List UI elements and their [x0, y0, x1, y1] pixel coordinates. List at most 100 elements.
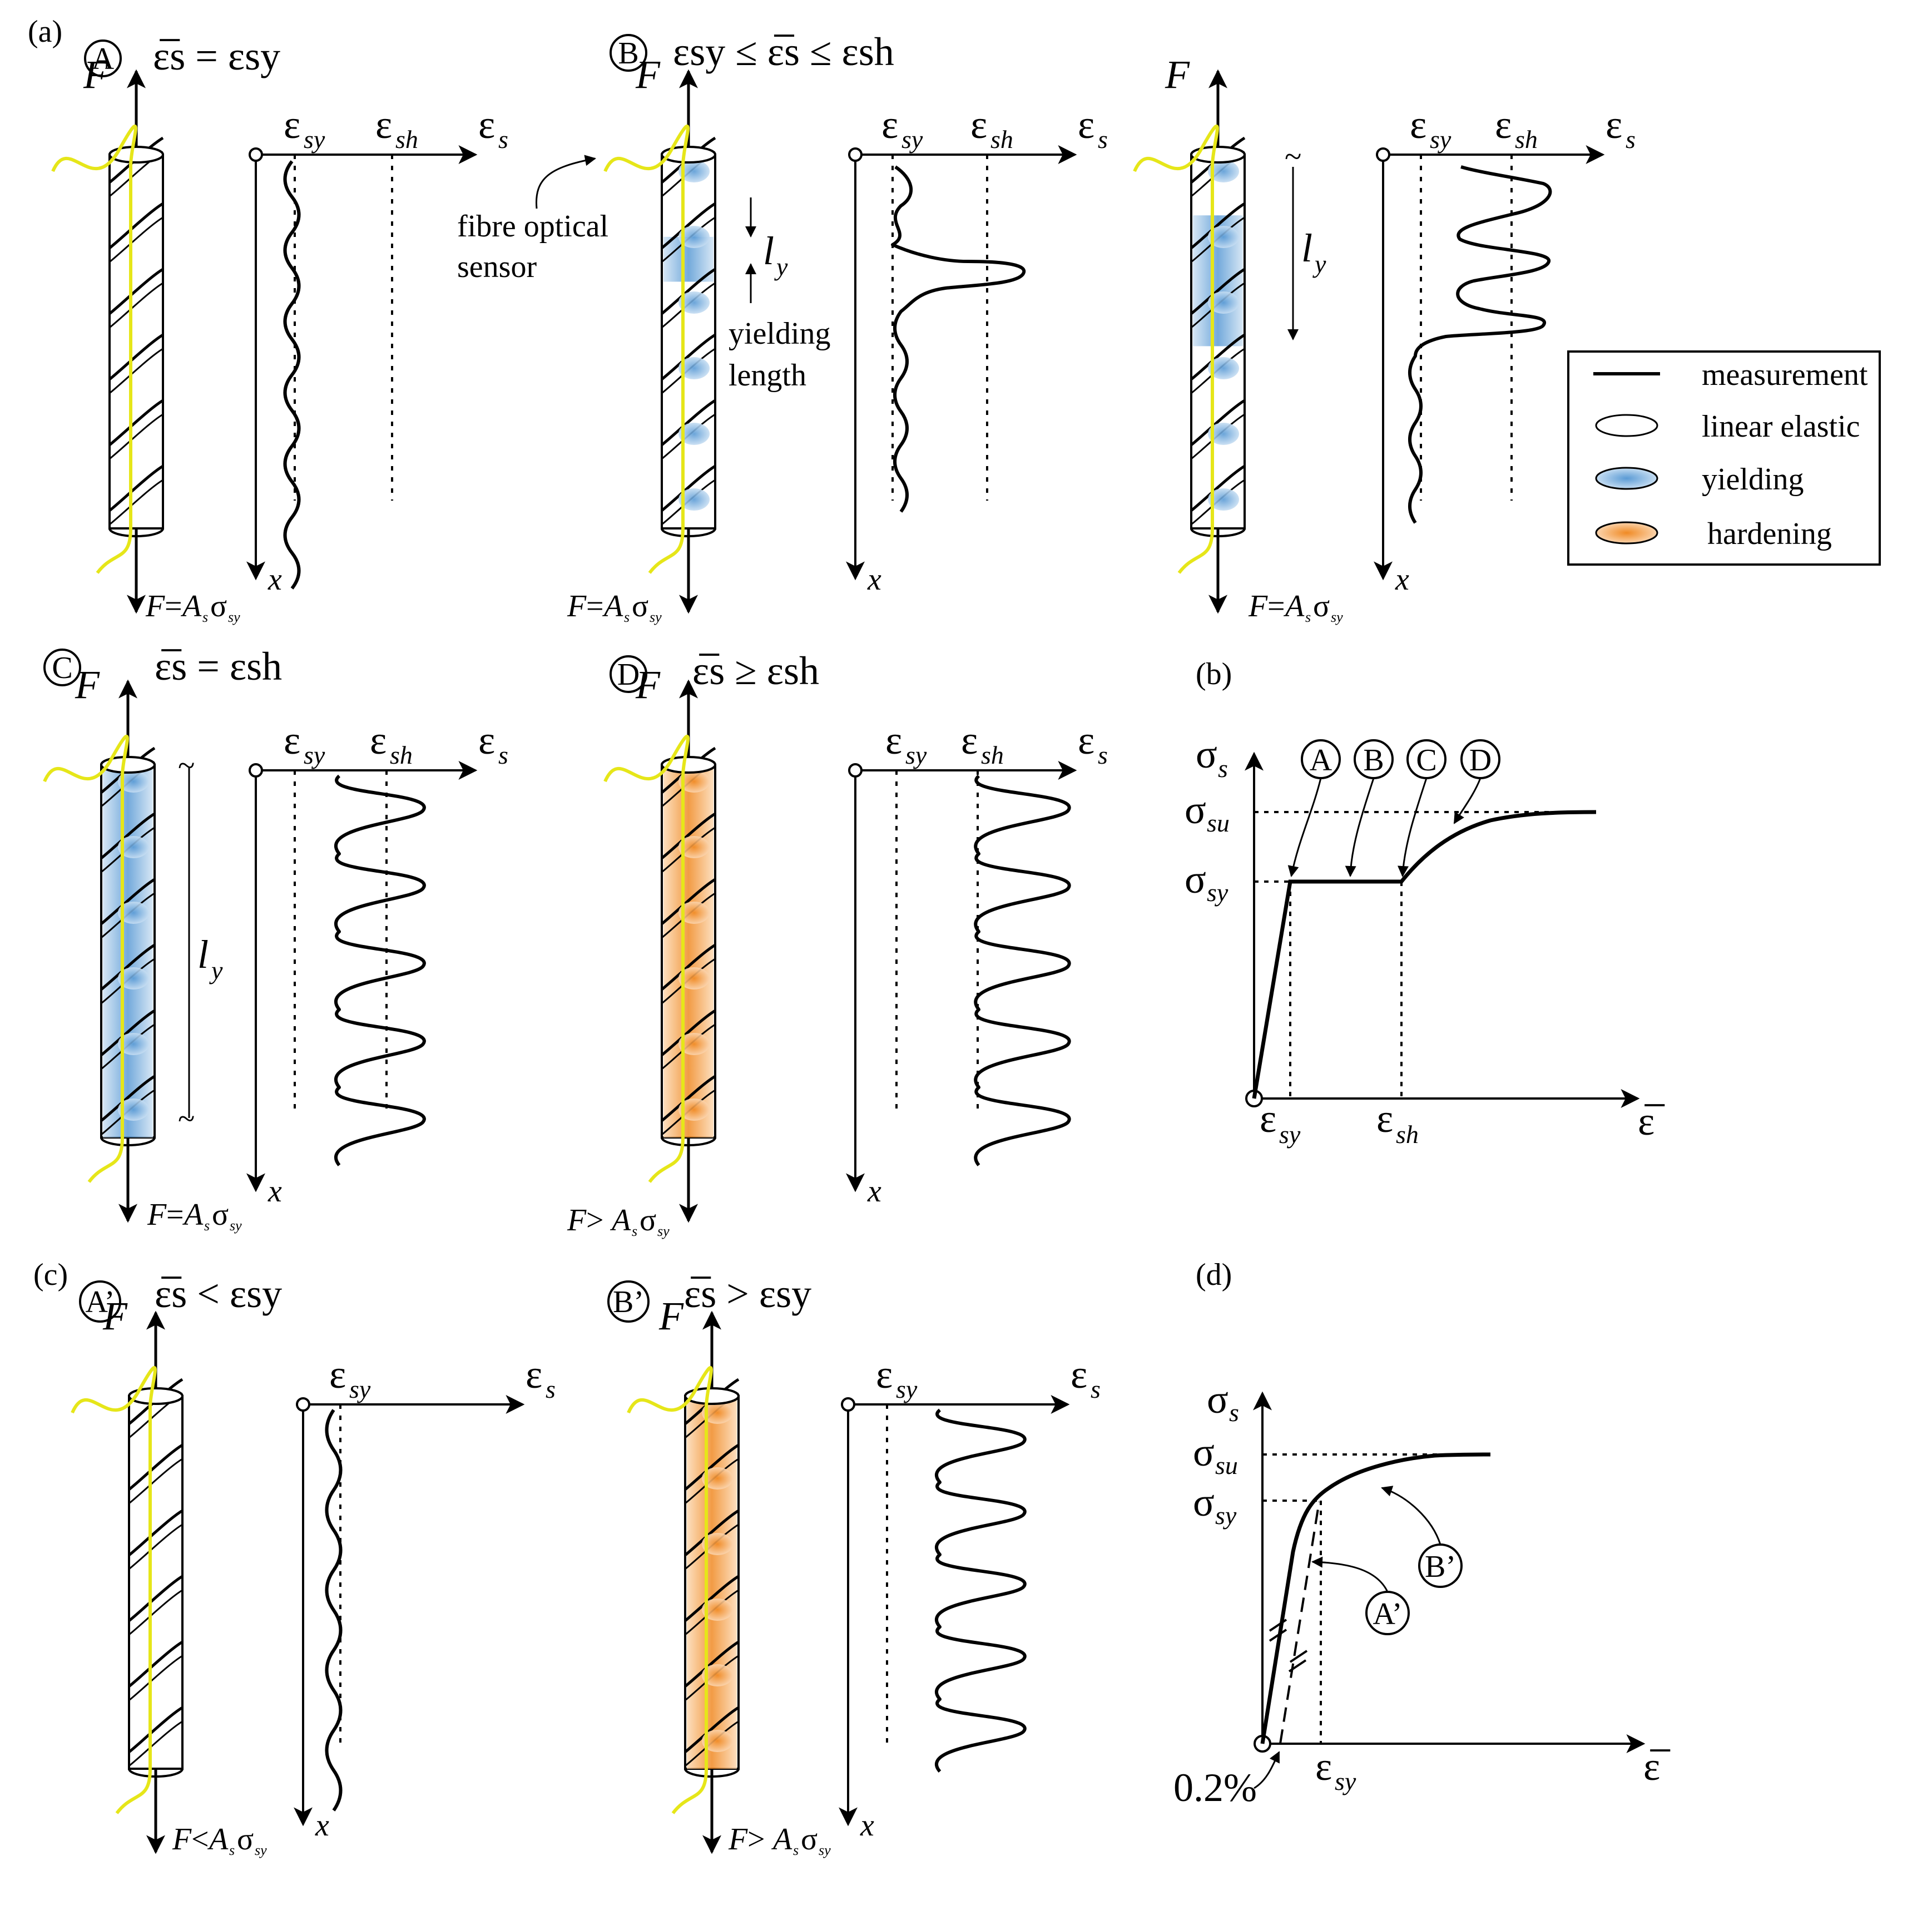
fibre-optical-sensor — [627, 1366, 713, 1814]
svg-text:fibre optical: fibre optical — [457, 209, 608, 244]
strain-lobe — [678, 226, 710, 248]
force-label: F — [658, 1294, 684, 1338]
position-axis-label: x — [1395, 562, 1409, 597]
strain-lobe — [678, 1033, 710, 1055]
svg-text:sy: sy — [1207, 878, 1228, 907]
strain-lobe — [118, 967, 149, 989]
svg-text:ε̅: ε̅ — [1638, 1099, 1665, 1144]
strain-lobe — [678, 488, 710, 511]
strain-lobe — [1208, 160, 1239, 182]
eps-sy-label-subscript: sy — [905, 741, 927, 769]
legend-hardening-swatch — [1595, 521, 1658, 545]
strain-lobe — [1208, 357, 1239, 379]
rib — [108, 333, 164, 380]
svg-text:sy: sy — [1215, 1501, 1237, 1530]
header-B: B εsy ≤ ε̅s ≤ εsh — [610, 29, 894, 74]
strain-lobe — [702, 1599, 733, 1621]
rebar-top-cap — [661, 146, 716, 164]
strain-axis-symbol: ε — [478, 102, 495, 147]
rib — [128, 1458, 183, 1505]
svg-text:B’: B’ — [1425, 1550, 1456, 1584]
svg-text:l: l — [1301, 226, 1312, 270]
rebar-top-cap — [661, 756, 716, 774]
force-label: F — [635, 52, 661, 97]
strain-lobe — [118, 902, 149, 924]
svg-text:su: su — [1215, 1451, 1238, 1480]
rib — [661, 333, 716, 380]
force-label: F — [83, 52, 108, 97]
b-marker-C: C — [1398, 739, 1446, 877]
header-B-prime: B’ ε̅s > εsy — [607, 1271, 811, 1323]
rib — [661, 1075, 716, 1122]
svg-text:A’: A’ — [86, 1285, 115, 1319]
svg-text:ε: ε — [1376, 1096, 1393, 1141]
feq-A: A — [182, 1198, 204, 1232]
rebar-C3: F — [1133, 52, 1246, 614]
rib — [108, 202, 164, 249]
b-stress-strain-curve — [1252, 810, 1597, 1099]
feq-s: s — [202, 609, 208, 625]
fibre-optical-sensor — [1133, 125, 1219, 574]
feq-A: A — [602, 589, 623, 624]
svg-text:A’: A’ — [1373, 1597, 1403, 1631]
rebar-bottom-cap — [100, 1137, 156, 1146]
feq-sigma: σ — [1313, 589, 1330, 624]
rebar-top-cap — [684, 1387, 740, 1405]
rebar-top-cap — [1190, 146, 1246, 164]
fibre-optical-sensor — [603, 735, 690, 1183]
rib — [109, 479, 164, 526]
svg-text:su: su — [1207, 809, 1230, 837]
svg-text:y: y — [774, 253, 788, 281]
feq-sigma: σ — [210, 589, 227, 624]
rib — [661, 399, 716, 446]
strain-lobe — [702, 1730, 733, 1752]
strain-lobe — [1208, 226, 1239, 248]
feq-F: F — [147, 1198, 167, 1232]
header-D: D ε̅s ≥ εsh — [610, 649, 819, 693]
rebar-B: F — [603, 52, 716, 614]
strain-axis-subscript: s — [498, 125, 508, 154]
condition-B-prime: ε̅s > εsy — [684, 1271, 811, 1316]
fibre-optical-sensor — [51, 125, 137, 574]
legend-linear-elastic-label: linear elastic — [1702, 409, 1860, 444]
d-sigma-su-label: σ su — [1193, 1430, 1238, 1480]
svg-text:C: C — [1416, 743, 1436, 778]
eps-sy-label-symbol: ε — [876, 1352, 893, 1397]
feq-A: A — [180, 589, 202, 624]
strain-lobe — [702, 1533, 733, 1555]
svg-text:σ: σ — [1196, 732, 1217, 776]
d-offset-line — [1279, 1501, 1320, 1744]
strain-axis-subscript: s — [546, 1375, 556, 1403]
svg-text:s: s — [1218, 754, 1228, 783]
eps-sy-label-symbol: ε — [881, 102, 898, 147]
stress-strain-diagram-d: σ s ε̅ σ su σ sy ε sy 0.2% — [1173, 1377, 1671, 1810]
strain-axis-subscript: s — [1098, 125, 1108, 154]
condition-C: ε̅s = εsh — [155, 644, 282, 689]
d-sigma-sy-label: σ sy — [1193, 1480, 1237, 1530]
strain-lobe — [702, 1402, 733, 1424]
feq-sign: = — [165, 589, 182, 624]
panel-a-label: (a) — [28, 14, 62, 49]
feq-A: A — [1283, 589, 1305, 624]
feq-F: F — [728, 1822, 748, 1857]
strain-lobe — [678, 967, 710, 989]
b-y-axis-label: σ s — [1196, 732, 1228, 783]
svg-text:ε: ε — [1315, 1744, 1332, 1789]
position-axis-label: x — [860, 1808, 874, 1843]
feq-sigma: σ — [640, 1203, 656, 1238]
rib — [128, 1706, 184, 1753]
rib — [661, 878, 716, 925]
eps-sy-label-symbol: ε — [284, 102, 300, 147]
strain-axis-symbol: ε — [1078, 718, 1094, 763]
svg-text:ε: ε — [1260, 1096, 1276, 1141]
